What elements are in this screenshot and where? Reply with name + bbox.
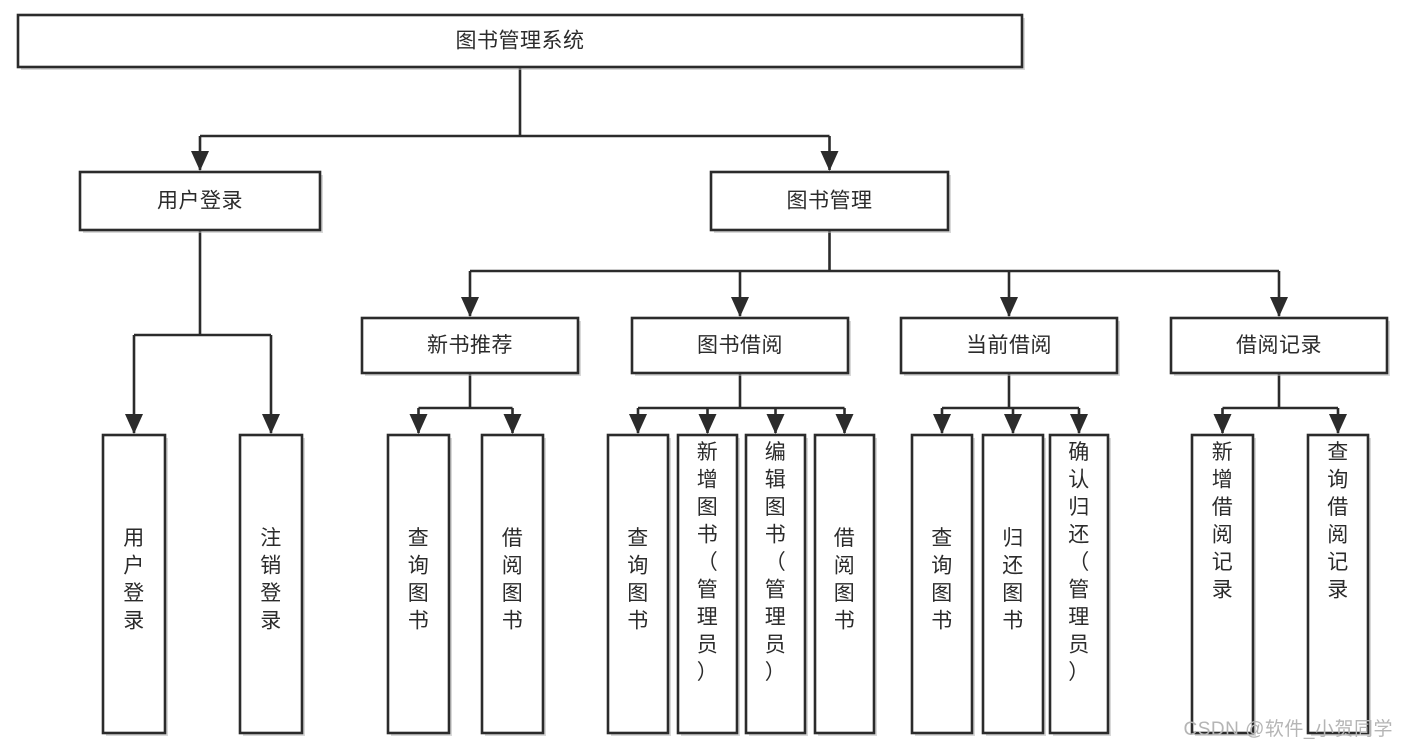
node-rect[interactable] <box>101 433 167 735</box>
node-leaf-query-book-b[interactable]: 查询图书 <box>606 433 671 736</box>
node-rect[interactable] <box>709 170 950 232</box>
node-label: 新书推荐 <box>427 334 513 357</box>
node-book-borrow[interactable]: 图书借阅 <box>630 316 851 376</box>
csdn-watermark: CSDN @软件_小贺同学 <box>1183 719 1393 740</box>
node-rect[interactable] <box>676 433 739 735</box>
node-label-vertical: 借阅图书 <box>834 527 856 633</box>
node-borrow-record[interactable]: 借阅记录 <box>1169 316 1390 376</box>
node-leaf-return-book[interactable]: 归还图书 <box>981 433 1046 736</box>
node-label: 图书借阅 <box>697 334 783 357</box>
node-leaf-borrow-book-b[interactable]: 借阅图书 <box>813 433 877 736</box>
connectors-layer <box>125 67 1347 434</box>
node-label: 借阅记录 <box>1236 334 1322 357</box>
node-label: 图书管理 <box>787 190 873 213</box>
node-rect[interactable] <box>386 433 451 735</box>
node-rect[interactable] <box>1169 316 1389 375</box>
node-label: 当前借阅 <box>966 334 1052 357</box>
node-leaf-query-record[interactable]: 查询借阅记录 <box>1306 433 1371 736</box>
node-rect[interactable] <box>1048 433 1110 735</box>
node-label-vertical: 查询图书 <box>408 527 430 633</box>
node-rect[interactable] <box>899 316 1119 375</box>
node-rect[interactable] <box>606 433 670 735</box>
node-book-manage[interactable]: 图书管理 <box>709 170 951 233</box>
node-rect[interactable] <box>910 433 974 735</box>
node-leaf-logout[interactable]: 注销登录 <box>238 433 305 736</box>
node-leaf-query-book-a[interactable]: 查询图书 <box>386 433 452 736</box>
node-label-vertical: 注销登录 <box>260 527 282 633</box>
node-root[interactable]: 图书管理系统 <box>16 13 1025 70</box>
node-label-vertical: 新增图书（管理员） <box>697 441 719 684</box>
node-rect[interactable] <box>630 316 850 375</box>
node-new-book-rec[interactable]: 新书推荐 <box>360 316 581 376</box>
node-label-vertical: 确认归还（管理员） <box>1068 441 1090 684</box>
node-label-vertical: 查询图书 <box>931 527 953 633</box>
node-label-vertical: 编辑图书（管理员） <box>765 441 787 684</box>
node-label-vertical: 借阅图书 <box>502 527 524 633</box>
node-leaf-user-login[interactable]: 用户登录 <box>101 433 168 736</box>
node-label: 图书管理系统 <box>456 30 585 53</box>
node-rect[interactable] <box>238 433 304 735</box>
node-rect[interactable] <box>813 433 876 735</box>
node-leaf-query-book-c[interactable]: 查询图书 <box>910 433 975 736</box>
node-label-vertical: 归还图书 <box>1002 527 1024 633</box>
node-label-vertical: 查询借阅记录 <box>1327 441 1349 602</box>
node-rect[interactable] <box>981 433 1045 735</box>
node-rect[interactable] <box>78 170 322 232</box>
node-rect[interactable] <box>480 433 545 735</box>
node-label-vertical: 查询图书 <box>627 527 649 633</box>
node-rect[interactable] <box>360 316 580 375</box>
node-leaf-borrow-book-a[interactable]: 借阅图书 <box>480 433 546 736</box>
node-leaf-edit-book[interactable]: 编辑图书（管理员） <box>744 433 808 736</box>
node-leaf-add-record[interactable]: 新增借阅记录 <box>1190 433 1256 736</box>
node-leaf-add-book[interactable]: 新增图书（管理员） <box>676 433 740 736</box>
node-current-borrow[interactable]: 当前借阅 <box>899 316 1120 376</box>
nodes-layer: 图书管理系统用户登录图书管理新书推荐图书借阅当前借阅借阅记录用户登录注销登录查询… <box>16 13 1390 736</box>
node-rect[interactable] <box>16 13 1024 69</box>
node-leaf-confirm-return[interactable]: 确认归还（管理员） <box>1048 433 1111 736</box>
node-user-login[interactable]: 用户登录 <box>78 170 323 233</box>
node-rect[interactable] <box>1190 433 1255 735</box>
node-rect[interactable] <box>1306 433 1370 735</box>
node-label-vertical: 新增借阅记录 <box>1212 441 1234 602</box>
node-label: 用户登录 <box>157 190 243 213</box>
node-label-vertical: 用户登录 <box>123 527 145 633</box>
node-rect[interactable] <box>744 433 807 735</box>
